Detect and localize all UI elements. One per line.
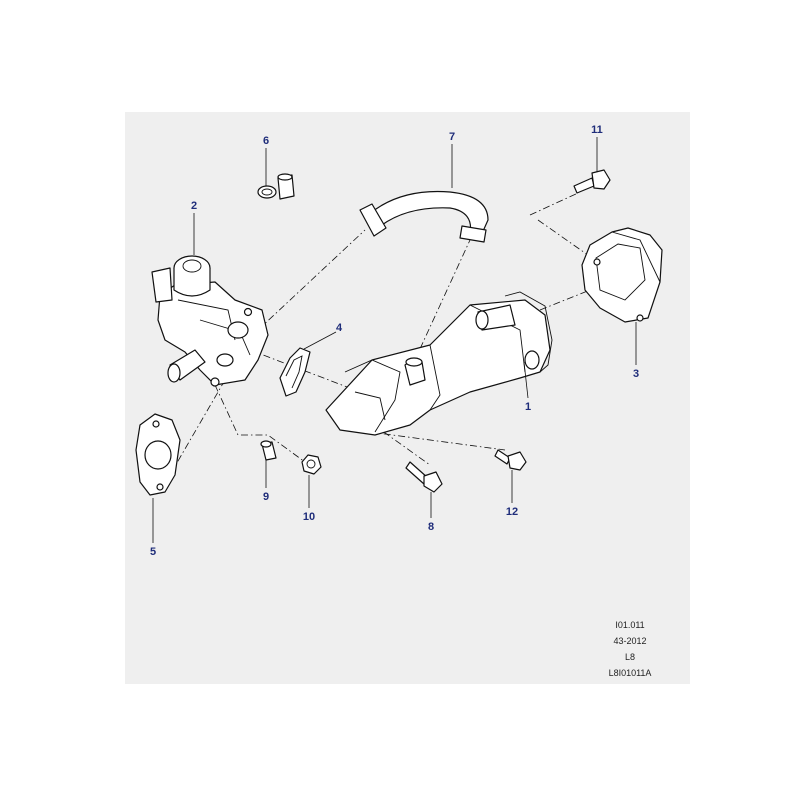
callout-labels: 1 2 3 4 5 6 7 8 9 10 11 12 (150, 124, 639, 558)
part-7-coolant-hose (359, 190, 489, 243)
callout-7: 7 (449, 131, 455, 143)
part-1-egr-cooler (325, 291, 553, 436)
callout-10: 10 (303, 511, 315, 523)
callout-9: 9 (263, 491, 269, 503)
part-8-bolt (405, 461, 443, 493)
reference-line-3: L8 (625, 652, 635, 662)
callout-4: 4 (336, 322, 343, 334)
part-3-flange-gasket (581, 227, 663, 323)
callout-6: 6 (263, 135, 269, 147)
callout-5: 5 (150, 546, 156, 558)
reference-line-1: I01.011 (615, 620, 644, 630)
part-2-egr-valve (151, 255, 269, 387)
callout-leader-lines (152, 137, 637, 543)
callout-3: 3 (633, 368, 639, 380)
part-6-hose-clip (257, 173, 295, 200)
part-4-gasket (279, 347, 311, 397)
reference-block: I01.011 43-2012 L8 L8I01011A (609, 620, 652, 678)
part-11-bolt (573, 169, 611, 194)
reference-line-2: 43-2012 (613, 636, 646, 646)
callout-11: 11 (591, 124, 603, 136)
callout-8: 8 (428, 521, 434, 533)
callout-2: 2 (191, 200, 197, 212)
reference-line-4: L8I01011A (609, 668, 652, 678)
part-10-nut (301, 454, 322, 475)
part-5-valve-gasket (135, 413, 181, 496)
part-9-stud (260, 440, 277, 461)
callout-12: 12 (506, 506, 518, 518)
callout-1: 1 (525, 401, 531, 413)
part-12-bolt (494, 449, 527, 471)
